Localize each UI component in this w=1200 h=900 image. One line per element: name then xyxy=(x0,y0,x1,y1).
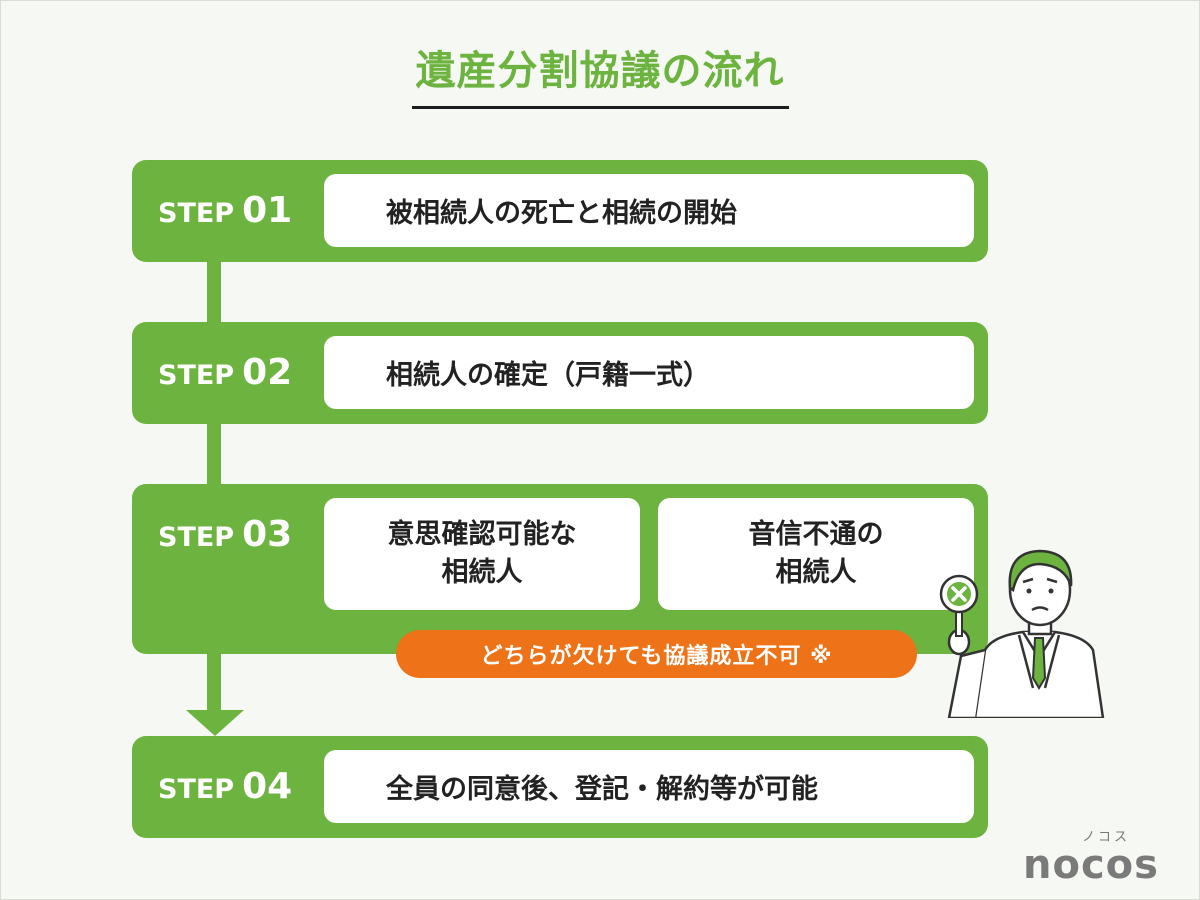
unreachable-line-2: 相続人 xyxy=(775,557,857,588)
page-title: 遺産分割協議の流れ xyxy=(0,38,1200,109)
logo-ruby: ノコス xyxy=(1081,830,1130,845)
logo-word: nocos xyxy=(1023,842,1159,888)
arrow-down-icon xyxy=(186,710,244,736)
unreachable-line-1: 音信不通の xyxy=(748,519,884,550)
step-number: 02 xyxy=(242,352,293,393)
businessman-with-x-sign-illustration xyxy=(939,549,1105,718)
step-word: STEP xyxy=(158,774,235,805)
step-01-text: 被相続人の死亡と相続の開始 xyxy=(386,198,737,229)
warning-text: どちらが欠けても協議成立不可 ※ xyxy=(480,644,833,669)
step-number: 04 xyxy=(242,766,293,807)
step-number: 01 xyxy=(242,190,293,231)
connector-2-3 xyxy=(207,422,221,486)
step-02-box: 相続人の確定（戸籍一式） xyxy=(324,336,974,409)
step-03-box-unreachable: 音信不通の 相続人 xyxy=(658,498,974,610)
step-word: STEP xyxy=(158,522,235,553)
reachable-line-1: 意思確認可能な xyxy=(387,519,577,550)
step-word: STEP xyxy=(158,198,235,229)
nocos-logo: ノコス nocos xyxy=(1016,826,1166,886)
step-02-text: 相続人の確定（戸籍一式） xyxy=(386,360,710,391)
reachable-line-2: 相続人 xyxy=(441,557,523,588)
step-01-box: 被相続人の死亡と相続の開始 xyxy=(324,174,974,247)
connector-1-2 xyxy=(207,260,221,324)
warning-badge: どちらが欠けても協議成立不可 ※ xyxy=(396,630,917,678)
title-text: 遺産分割協議の流れ xyxy=(411,38,789,109)
step-number: 03 xyxy=(242,514,293,555)
connector-3-4 xyxy=(207,652,221,712)
step-04-box: 全員の同意後、登記・解約等が可能 xyxy=(324,750,974,823)
step-03-box-reachable: 意思確認可能な 相続人 xyxy=(324,498,640,610)
step-04-text: 全員の同意後、登記・解約等が可能 xyxy=(386,774,818,805)
step-word: STEP xyxy=(158,360,235,391)
